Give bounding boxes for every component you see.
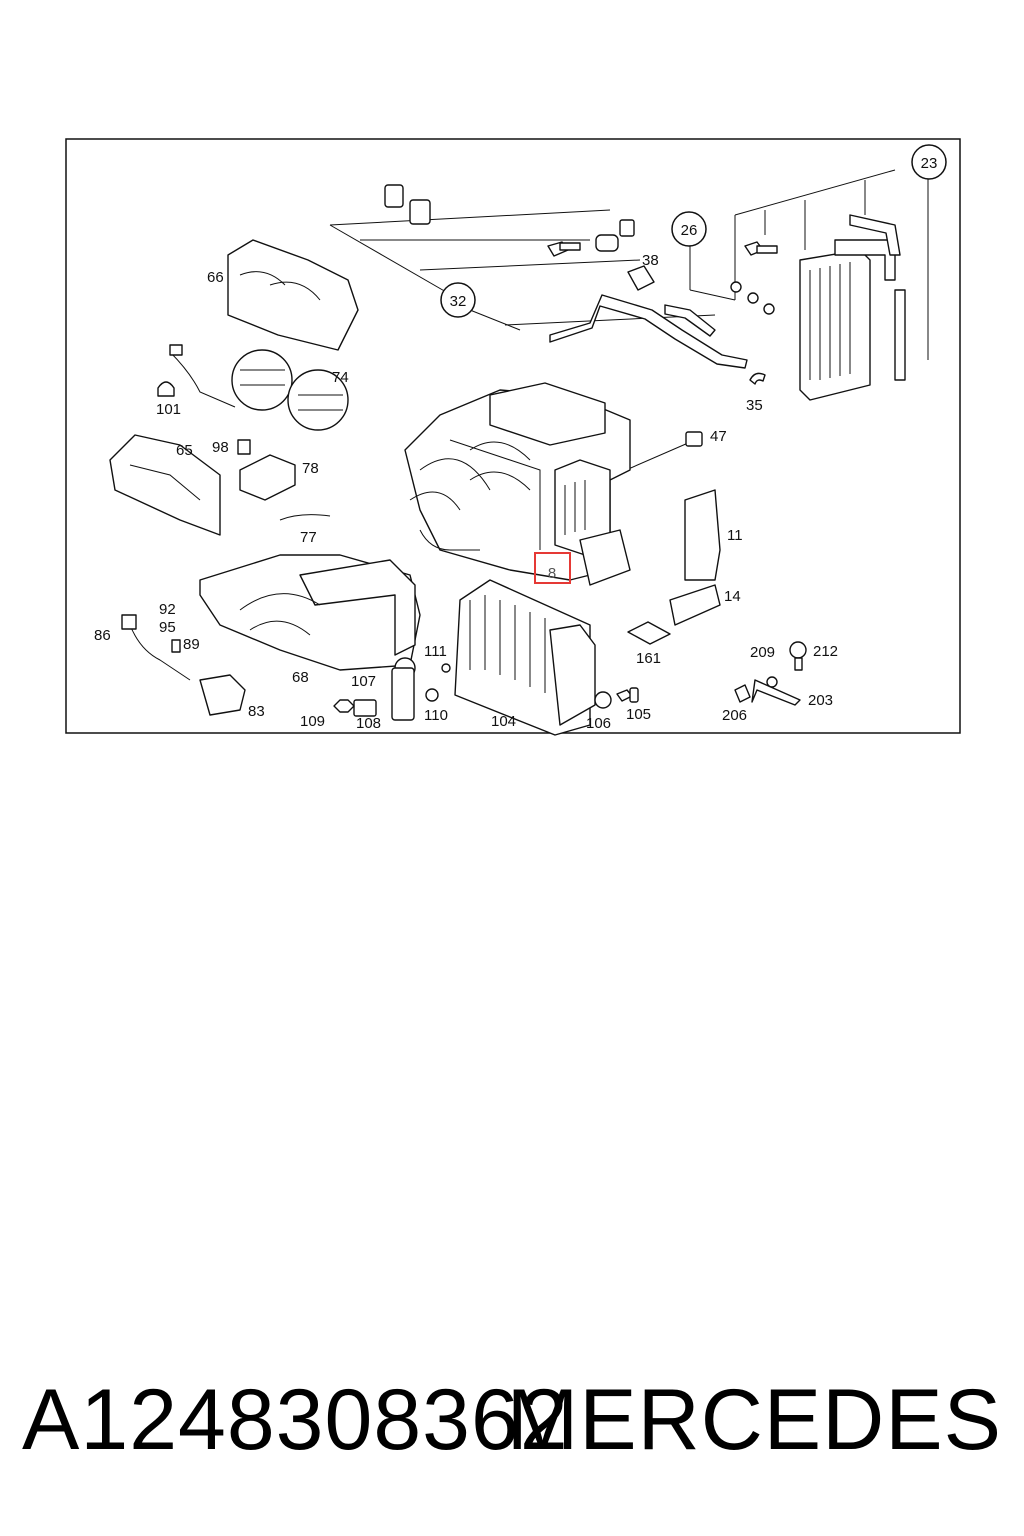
svg-text:8: 8 — [548, 565, 556, 582]
callout-35: 35 — [746, 397, 763, 414]
highlighted-callout-8[interactable]: 8 — [534, 552, 571, 584]
highlight-box — [534, 552, 571, 584]
wiring-harness — [121, 614, 246, 716]
callout-68: 68 — [292, 669, 309, 686]
callout-66: 66 — [207, 269, 224, 286]
callout-206: 206 — [722, 707, 747, 724]
small-parts-right — [594, 489, 807, 709]
callout-92: 92 — [159, 601, 176, 618]
part-number: A1248308362 — [22, 1372, 569, 1468]
svg-text:26: 26 — [681, 222, 698, 239]
callout-106: 106 — [586, 715, 611, 732]
callout-78: 78 — [302, 460, 319, 477]
evaporator-housing — [404, 382, 703, 586]
callout-65: 65 — [176, 442, 193, 459]
callout-209: 209 — [750, 644, 775, 661]
expansion-valve — [333, 657, 451, 721]
callout-105: 105 — [626, 706, 651, 723]
callout-108: 108 — [356, 715, 381, 732]
callout-circled-26: 26 — [671, 211, 707, 247]
callout-11: 11 — [727, 527, 743, 544]
callout-109: 109 — [300, 713, 325, 730]
callout-74: 74 — [332, 369, 349, 386]
callout-circled-23: 23 — [911, 144, 947, 180]
callout-38: 38 — [642, 252, 659, 269]
svg-text:32: 32 — [450, 293, 467, 310]
callout-110: 110 — [424, 707, 448, 724]
evaporator-core — [454, 579, 596, 736]
blower-parts — [109, 239, 359, 536]
parts-diagram: 23 26 32 66 74 101 98 65 78 77 38 35 47 … — [65, 138, 961, 736]
callout-89: 89 — [183, 636, 200, 653]
callout-14: 14 — [724, 588, 741, 605]
callout-203: 203 — [808, 692, 833, 709]
callout-labels: 66 74 101 98 65 78 77 38 35 47 11 14 161… — [94, 252, 838, 732]
callout-101: 101 — [156, 401, 181, 418]
footer: A1248308362 MERCEDES — [0, 1370, 1024, 1470]
callout-161: 161 — [636, 650, 661, 667]
callout-212: 212 — [813, 643, 838, 660]
brand-name: MERCEDES — [506, 1372, 1002, 1468]
lower-housing — [199, 554, 421, 671]
callout-107: 107 — [351, 673, 376, 690]
refrigerant-pipes — [549, 265, 766, 385]
callout-47: 47 — [710, 428, 727, 445]
svg-text:23: 23 — [921, 155, 938, 172]
callout-111: 111 — [424, 643, 447, 660]
callout-104: 104 — [491, 713, 516, 730]
callout-86: 86 — [94, 627, 111, 644]
callout-83: 83 — [248, 703, 265, 720]
heater-core — [799, 214, 906, 401]
diagram-frame — [65, 138, 961, 734]
callout-77: 77 — [300, 529, 317, 546]
callout-98: 98 — [212, 439, 229, 456]
callout-95: 95 — [159, 619, 176, 636]
fastener-parts — [384, 184, 778, 315]
callout-circled-32: 32 — [440, 282, 476, 318]
